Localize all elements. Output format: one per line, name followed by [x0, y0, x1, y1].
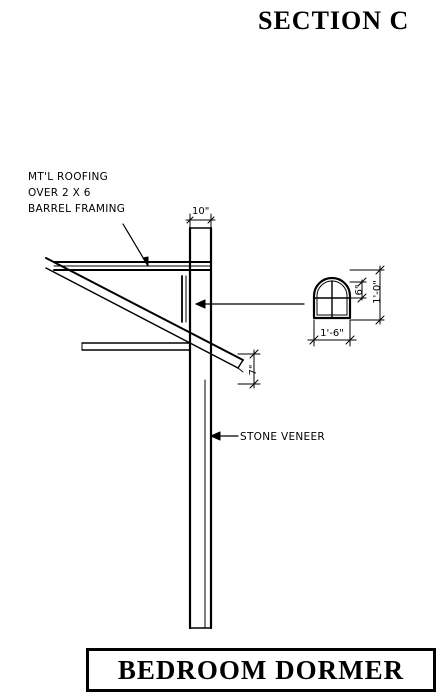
arched-window — [312, 276, 352, 320]
overhang-dimension — [237, 349, 261, 389]
window-height-text: 6" — [354, 285, 365, 296]
window-leader-arrowhead — [195, 299, 206, 309]
overhang-text: 7" — [248, 365, 259, 376]
stone-veneer-arrowhead — [210, 431, 221, 441]
roofing-label-line2: OVER 2 X 6 — [28, 187, 91, 199]
wall-column — [188, 226, 213, 630]
drawing-title: BEDROOM DORMER — [86, 648, 436, 692]
roofing-label-line3: BARREL FRAMING — [28, 203, 125, 215]
roofing-leader-arrowhead — [142, 256, 149, 267]
wall-width-dimension — [185, 213, 216, 229]
section-title: SECTION C — [258, 6, 410, 35]
window-dimensions — [307, 265, 385, 347]
window-total-height-text: 1'-0" — [372, 280, 383, 304]
roofing-label-line1: MT'L ROOFING — [28, 171, 108, 183]
main-ceiling — [81, 342, 191, 351]
wall-width-text: 10" — [192, 206, 209, 217]
sloped-roof — [45, 257, 244, 373]
dormer-roof — [53, 261, 212, 323]
stone-veneer-label: STONE VENEER — [240, 431, 325, 443]
window-width-text: 1'-6" — [320, 328, 344, 339]
